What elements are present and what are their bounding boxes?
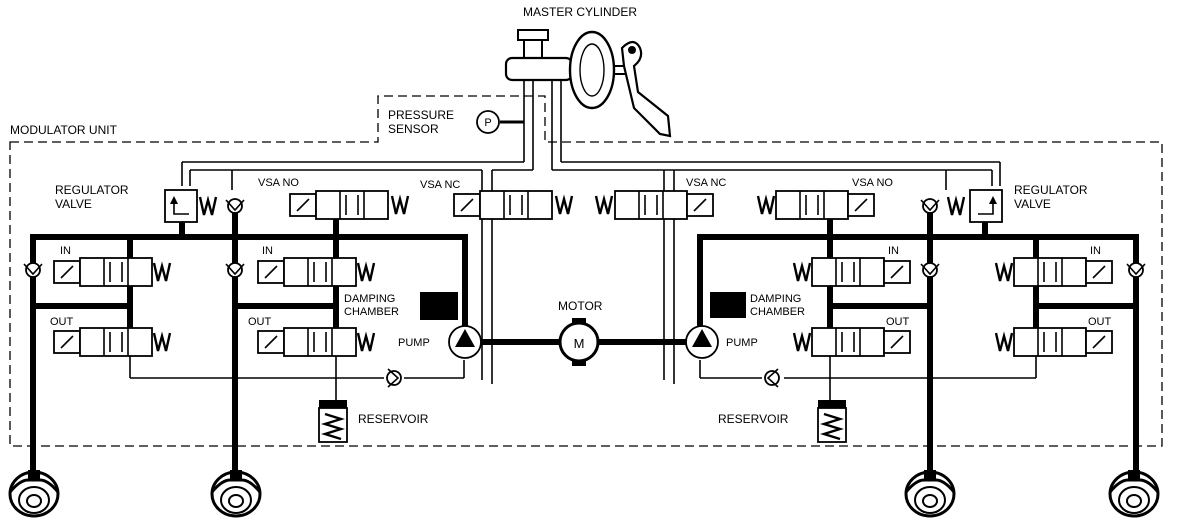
label-in-1: IN bbox=[60, 245, 71, 257]
label-out-1: OUT bbox=[50, 316, 74, 328]
label-vsa-nc-left: VSA NC bbox=[420, 179, 460, 191]
label-out-2: OUT bbox=[248, 316, 272, 328]
label-regulator-left: REGULATOR bbox=[55, 183, 129, 197]
pressure-sensor-symbol: P bbox=[484, 117, 491, 129]
return-lines bbox=[129, 356, 1037, 400]
regulator-valve-left bbox=[164, 189, 218, 223]
label-master-cylinder: MASTER CYLINDER bbox=[523, 5, 637, 19]
out-valve-left-front bbox=[53, 327, 172, 357]
label-pump-right: PUMP bbox=[726, 337, 758, 349]
motor-symbol: M bbox=[574, 336, 585, 351]
master-cylinder-icon bbox=[504, 29, 672, 138]
check-valve-icon bbox=[23, 262, 43, 278]
label-vsa-no-left: VSA NO bbox=[258, 177, 299, 189]
label-valve-right: VALVE bbox=[1014, 197, 1051, 211]
label-damping-left: DAMPING bbox=[344, 293, 395, 305]
check-valve-icon bbox=[764, 368, 780, 388]
label-sensor: SENSOR bbox=[388, 122, 439, 136]
out-valve-right-rear bbox=[792, 327, 911, 357]
label-out-4: OUT bbox=[1088, 316, 1112, 328]
wheel-brake-icon bbox=[210, 468, 262, 518]
in-valve-right-rear bbox=[792, 257, 911, 287]
label-modulator-unit: MODULATOR UNIT bbox=[10, 123, 118, 137]
vsa-nc-valve-right bbox=[594, 190, 714, 220]
pump-icon bbox=[448, 325, 482, 359]
label-in-2: IN bbox=[262, 245, 273, 257]
label-chamber-right: CHAMBER bbox=[750, 306, 805, 318]
pump-icon bbox=[685, 325, 719, 359]
label-damping-right: DAMPING bbox=[750, 293, 801, 305]
in-valve-right-front bbox=[994, 257, 1113, 287]
label-in-4: IN bbox=[1090, 245, 1101, 257]
label-out-3: OUT bbox=[886, 316, 910, 328]
reservoir-icon bbox=[317, 398, 349, 444]
label-reservoir-right: RESERVOIR bbox=[718, 412, 789, 426]
check-valve-icon bbox=[920, 262, 940, 278]
wheel-brake-icon bbox=[904, 468, 956, 518]
damping-chamber-right bbox=[710, 292, 746, 318]
vsa-no-valve-right bbox=[756, 190, 875, 220]
modulator-unit-boundary bbox=[9, 95, 1163, 447]
check-valve-icon bbox=[386, 368, 402, 388]
label-chamber-left: CHAMBER bbox=[344, 306, 399, 318]
label-regulator-right: REGULATOR bbox=[1014, 183, 1088, 197]
out-valve-left-rear bbox=[257, 327, 376, 357]
check-valve-icon bbox=[225, 198, 245, 214]
label-pressure: PRESSURE bbox=[388, 108, 454, 122]
label-reservoir-left: RESERVOIR bbox=[358, 412, 429, 426]
in-valve-left-front bbox=[53, 257, 172, 287]
regulator-valve-right bbox=[946, 189, 1003, 223]
out-valve-right-front bbox=[994, 327, 1113, 357]
label-vsa-no-right: VSA NO bbox=[852, 177, 893, 189]
label-in-3: IN bbox=[888, 245, 899, 257]
in-valve-left-rear bbox=[257, 257, 376, 287]
wheel-brake-icon bbox=[1108, 468, 1160, 518]
pressure-sensor bbox=[476, 110, 524, 134]
reservoir-icon bbox=[816, 398, 848, 444]
label-pump-left: PUMP bbox=[398, 337, 430, 349]
vsa-nc-valve-left bbox=[453, 190, 574, 220]
check-valve-icon bbox=[225, 262, 245, 278]
motor-icon bbox=[558, 318, 600, 366]
label-motor: MOTOR bbox=[558, 299, 603, 313]
vsa-no-valve-left bbox=[289, 190, 410, 220]
label-vsa-nc-right: VSA NC bbox=[686, 177, 726, 189]
damping-chamber-left bbox=[420, 292, 458, 320]
label-valve-left: VALVE bbox=[55, 197, 92, 211]
wheel-brake-icon bbox=[8, 468, 60, 518]
check-valve-icon bbox=[1126, 262, 1146, 278]
check-valve-icon bbox=[920, 198, 940, 214]
